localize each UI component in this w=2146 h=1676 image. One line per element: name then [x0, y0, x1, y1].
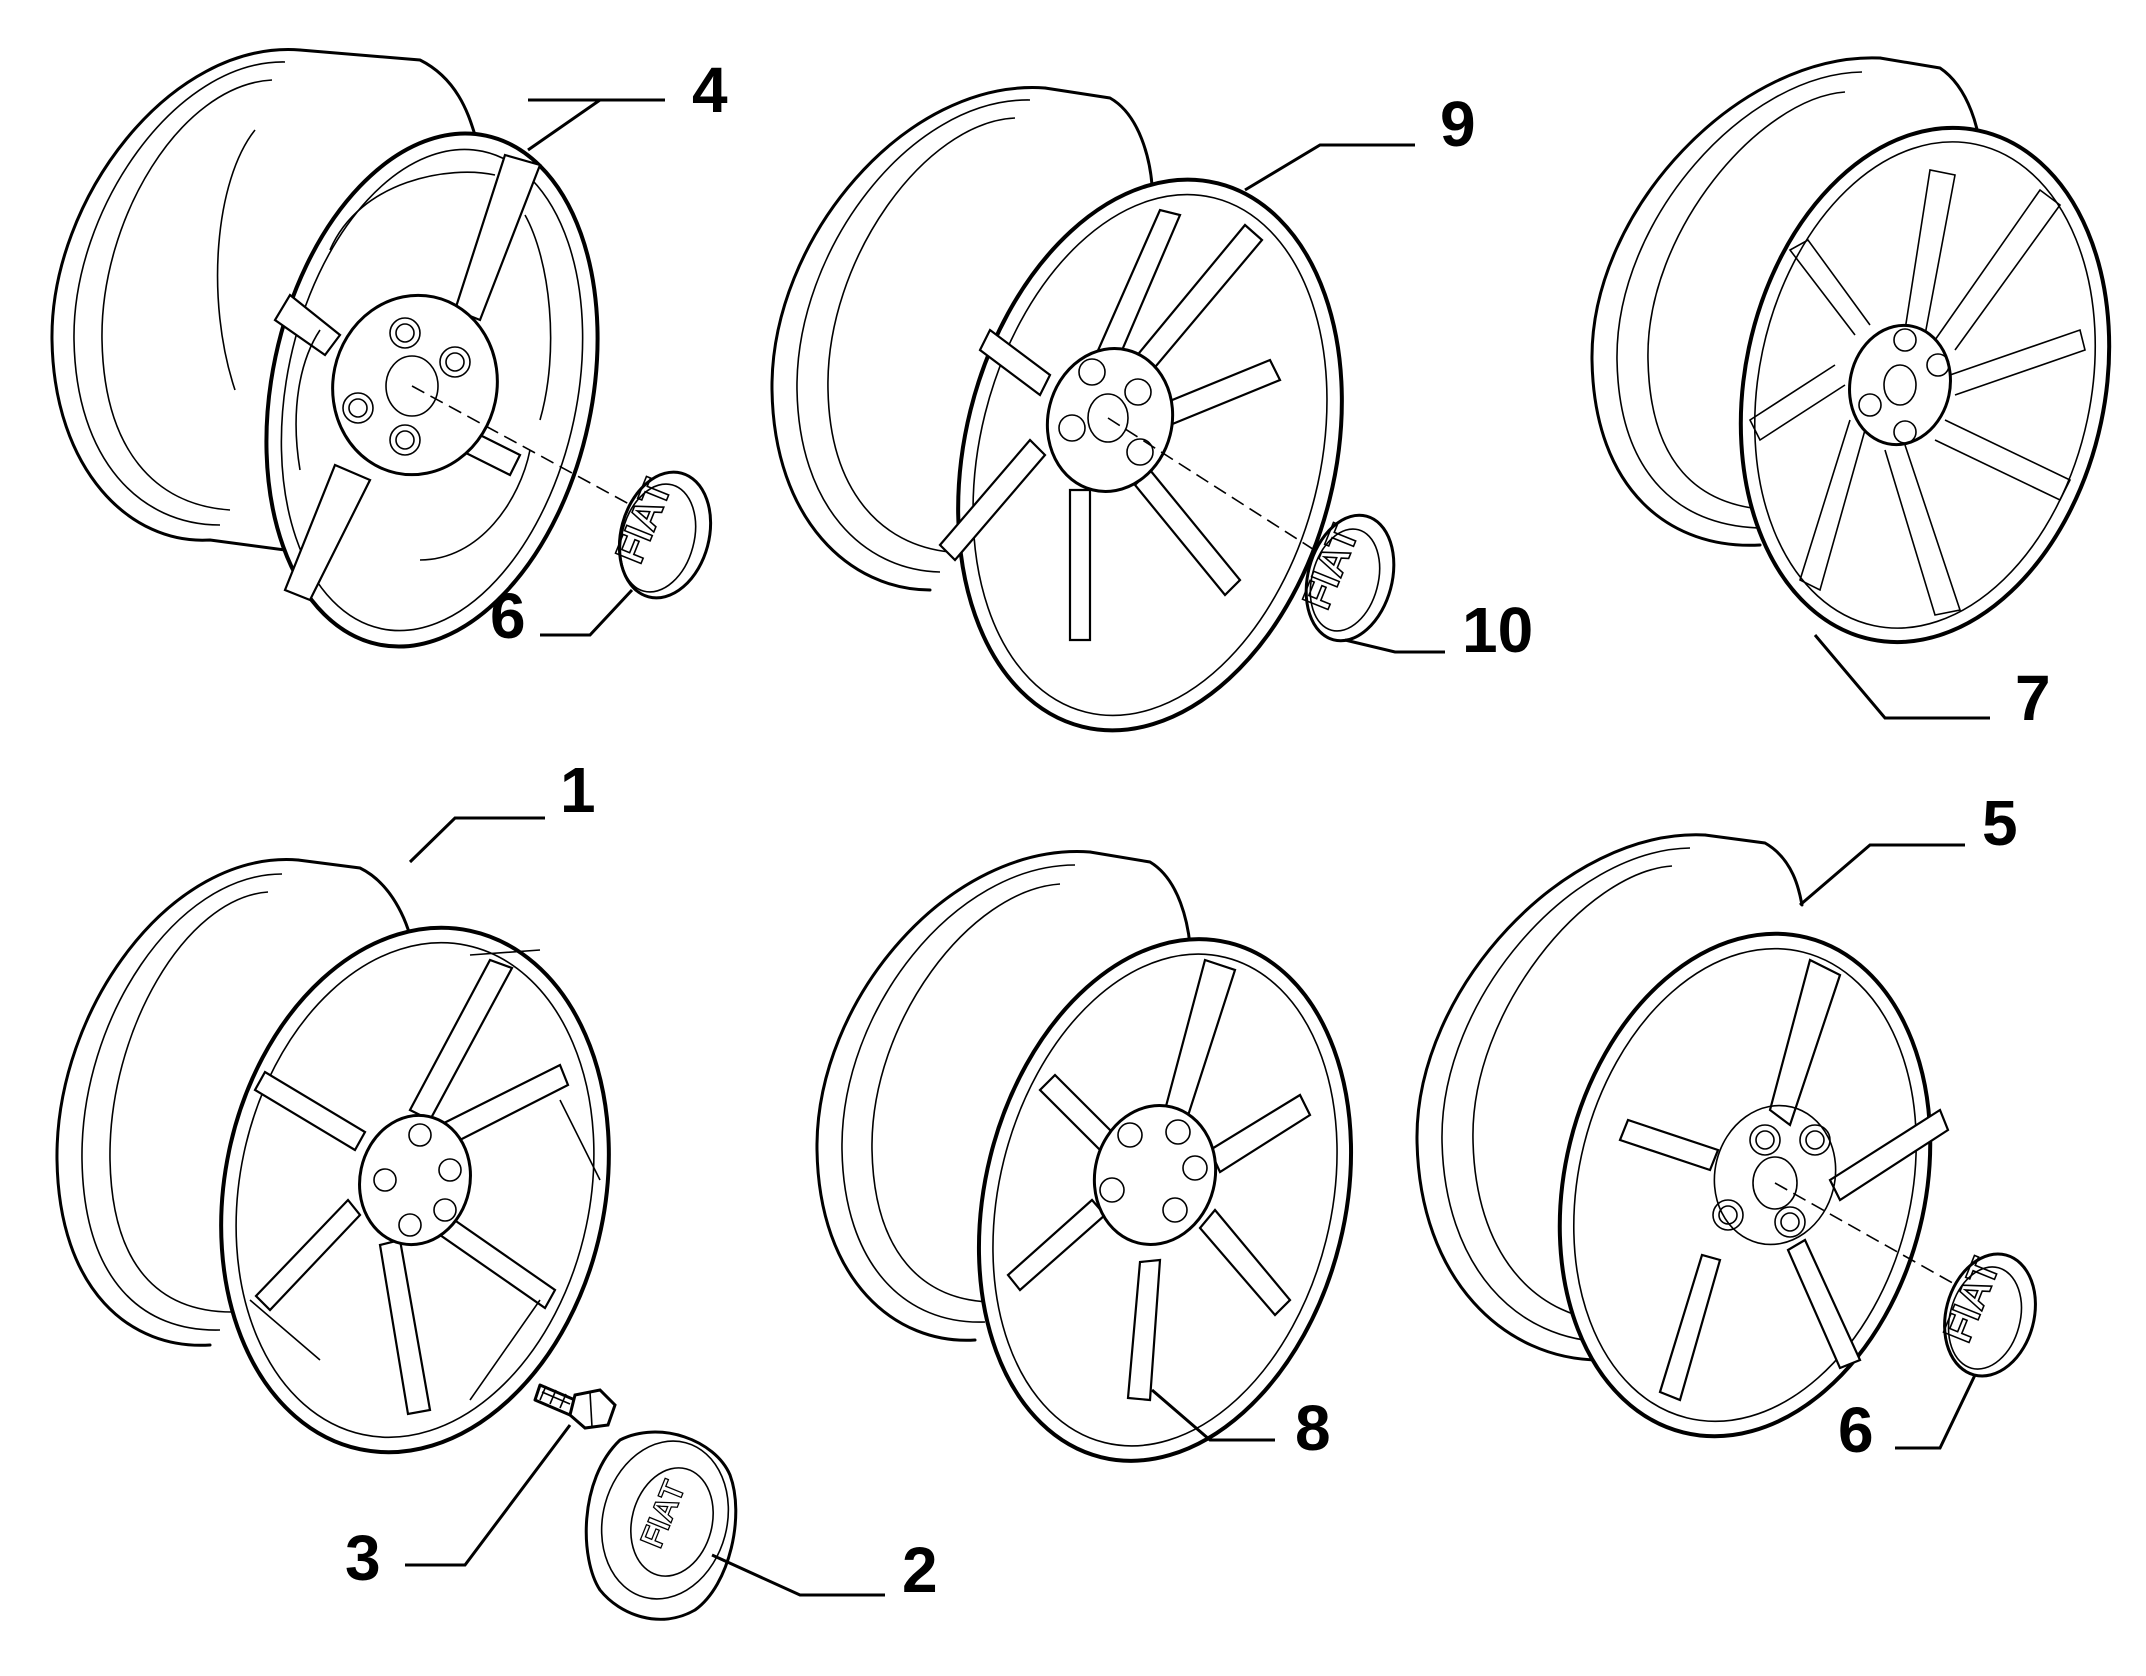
callout-6a: 6 — [490, 580, 634, 652]
callout-number-3: 3 — [345, 1522, 381, 1594]
hub-cap-6b: FIAT — [1935, 1251, 2037, 1378]
wheel-bolt-3 — [533, 1383, 617, 1430]
callout-number-7: 7 — [2015, 662, 2051, 734]
hub-cap-6a: FIAT — [607, 470, 713, 600]
callout-number-6a: 6 — [490, 580, 526, 652]
center-cap-2: FIAT — [584, 1430, 738, 1621]
callout-2: 2 — [711, 1534, 938, 1606]
callout-number-10: 10 — [1462, 594, 1533, 666]
callout-number-6b: 6 — [1838, 1394, 1874, 1466]
callout-3: 3 — [345, 1424, 572, 1594]
callout-1: 1 — [408, 754, 596, 864]
callout-4: 4 — [527, 54, 728, 152]
callout-number-4: 4 — [692, 54, 728, 126]
callout-9: 9 — [1244, 88, 1476, 192]
callout-8: 8 — [1151, 1388, 1331, 1464]
wheel-9 — [770, 86, 1344, 733]
wheel-7 — [1590, 56, 2112, 645]
wheel-1 — [55, 858, 611, 1455]
callout-number-1: 1 — [560, 754, 596, 826]
callout-number-5: 5 — [1982, 787, 2018, 859]
wheel-5 — [1415, 833, 1966, 1439]
callout-number-8: 8 — [1295, 1392, 1331, 1464]
wheel-8 — [815, 850, 1354, 1463]
wheel-4 — [50, 48, 641, 649]
callout-10: 10 — [1344, 594, 1533, 666]
callout-7: 7 — [1813, 634, 2051, 734]
callout-number-2: 2 — [902, 1534, 938, 1606]
callout-5: 5 — [1799, 787, 2018, 907]
callout-number-9: 9 — [1440, 88, 1476, 160]
callout-6b: 6 — [1838, 1374, 1977, 1466]
